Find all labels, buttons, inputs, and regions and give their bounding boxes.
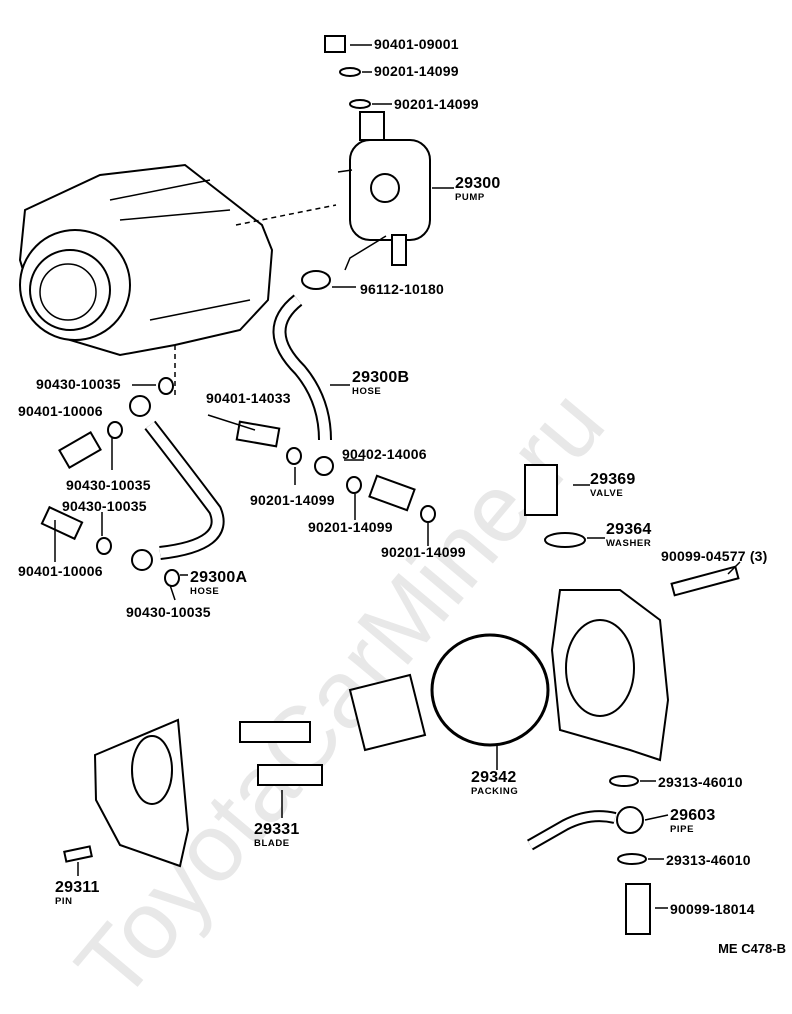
bolt-shape [324, 35, 346, 53]
rotor-shape [348, 673, 427, 752]
part-label-90099-18014[interactable]: 90099-18014 [670, 902, 755, 916]
washer-shape [349, 99, 371, 109]
part-number: 29313-46010 [658, 774, 743, 790]
clamp-shape [301, 270, 331, 290]
part-number: 90099-18014 [670, 901, 755, 917]
part-number: 90401-14033 [206, 390, 291, 406]
part-number: 90401-10006 [18, 403, 103, 419]
part-label-29313-46010[interactable]: 29313-46010 [658, 775, 743, 789]
part-name: VALVE [590, 488, 624, 499]
part-number: 90201-14099 [374, 63, 459, 79]
pin-shape [63, 845, 93, 863]
part-name: PACKING [471, 786, 519, 797]
part-name: WASHER [606, 538, 652, 549]
part-number: 29603 [670, 807, 716, 824]
washer-shape [339, 67, 361, 77]
part-name: HOSE [352, 386, 382, 397]
part-label-90201-14099[interactable]: 90201-14099 [381, 545, 466, 559]
part-name: BLADE [254, 838, 290, 849]
part-name: PIN [55, 896, 73, 907]
union-bolt-shape [625, 883, 651, 935]
part-label-90402-14006[interactable]: 90402-14006 [342, 447, 427, 461]
reference-code: ME C478-B [718, 941, 786, 956]
blade-shape [239, 721, 311, 743]
part-name: HOSE [190, 586, 220, 597]
leader-lines [54, 44, 741, 909]
part-number: 90201-14099 [381, 544, 466, 560]
union-shape [314, 456, 334, 476]
part-label-90430-10035[interactable]: 90430-10035 [36, 377, 121, 391]
part-label-90099-04577[interactable]: 90099-04577 (3) [661, 549, 768, 563]
part-number: 90430-10035 [36, 376, 121, 392]
part-label-90401-14033[interactable]: 90401-14033 [206, 391, 291, 405]
part-number: 90430-10035 [66, 477, 151, 493]
part-number: 29364 [606, 521, 652, 538]
part-number: 96112-10180 [360, 281, 444, 297]
part-number: 29313-46010 [666, 852, 751, 868]
part-number: 90401-10006 [18, 563, 103, 579]
part-number: 90402-14006 [342, 446, 427, 462]
part-number: 29300B [352, 369, 410, 386]
part-number: 90099-04577 (3) [661, 548, 768, 564]
part-label-90401-09001[interactable]: 90401-09001 [374, 37, 459, 51]
part-label-90430-10035[interactable]: 90430-10035 [66, 478, 151, 492]
part-name: PIPE [670, 824, 695, 835]
part-number: 29342 [471, 769, 517, 786]
vacuum-pump-illustration [337, 111, 431, 271]
part-number: 90201-14099 [250, 492, 335, 508]
part-number: 90401-09001 [374, 36, 459, 52]
alternator-illustration [18, 163, 337, 395]
part-label-90201-14099[interactable]: 90201-14099 [394, 97, 479, 111]
part-number: 90201-14099 [394, 96, 479, 112]
valve-shape [524, 464, 558, 516]
part-label-96112-10180[interactable]: 96112-10180 [360, 282, 444, 296]
part-number: 29300A [190, 569, 248, 586]
part-label-90401-10006[interactable]: 90401-10006 [18, 404, 103, 418]
part-number: 29369 [590, 471, 636, 488]
part-number: 29300 [455, 175, 501, 192]
part-label-90201-14099[interactable]: 90201-14099 [374, 64, 459, 78]
part-number: 90430-10035 [62, 498, 147, 514]
part-name: PUMP [455, 192, 485, 203]
part-number: 90430-10035 [126, 604, 211, 620]
part-label-90430-10035[interactable]: 90430-10035 [126, 605, 211, 619]
packing-shape [430, 633, 550, 747]
part-number: 90201-14099 [308, 519, 393, 535]
part-number: 29331 [254, 821, 300, 838]
part-label-90401-10006[interactable]: 90401-10006 [18, 564, 103, 578]
part-label-90430-10035[interactable]: 90430-10035 [62, 499, 147, 513]
part-label-29313-46010[interactable]: 29313-46010 [666, 853, 751, 867]
part-number: 29311 [55, 879, 100, 896]
part-label-90201-14099[interactable]: 90201-14099 [250, 493, 335, 507]
part-label-90201-14099[interactable]: 90201-14099 [308, 520, 393, 534]
